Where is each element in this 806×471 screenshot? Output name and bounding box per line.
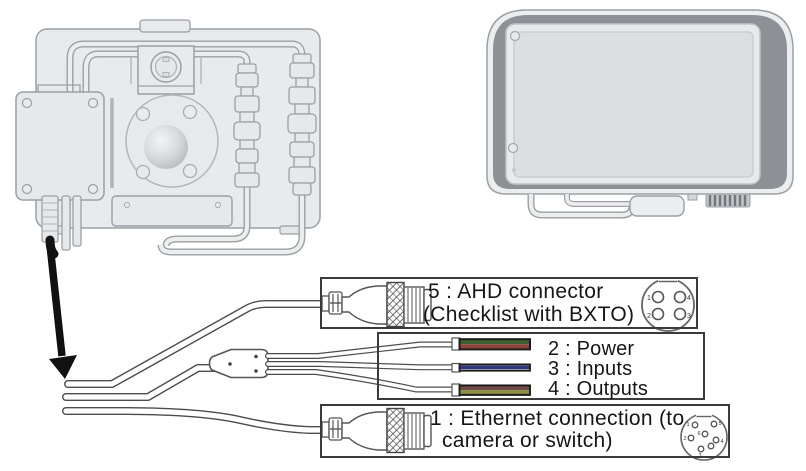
ethernet-pin-icon: 1 5 6 2 4 3 <box>680 412 728 461</box>
ahd-pin-icon: 1 4 2 3 <box>641 276 695 332</box>
ethernet-label-line1: 1 : Ethernet connection (to <box>430 407 685 430</box>
ahd-connector-box <box>320 277 698 329</box>
ahd-label-line2: (Checklist with BXTO) <box>423 303 635 326</box>
harness-tube-ethernet <box>62 407 338 434</box>
cable-connector-chains <box>233 53 317 196</box>
arrow-pointer <box>46 244 77 379</box>
harness-tube-splitter <box>62 364 218 401</box>
svg-text:2: 2 <box>683 436 686 442</box>
control-box-illustration <box>15 19 321 259</box>
svg-text:4: 4 <box>720 439 723 445</box>
ethernet-label-line2: camera or switch) <box>442 429 613 452</box>
outputs-wire-colored <box>458 384 531 396</box>
ethernet-connector-box <box>320 404 730 458</box>
svg-text:6: 6 <box>697 431 700 437</box>
monitor-connector-ribs <box>705 193 751 208</box>
harness-tube-ahd <box>64 300 338 388</box>
power-wire-colored <box>458 338 531 351</box>
wire-color-segments <box>451 337 531 397</box>
wire-labels-box <box>377 332 705 400</box>
lead-power <box>265 341 459 359</box>
outputs-label: 4 : Outputs <box>548 378 649 400</box>
svg-text:4: 4 <box>687 295 691 302</box>
monitor-screen <box>513 31 754 178</box>
inputs-wire-colored <box>458 363 531 372</box>
monitor-illustration <box>486 9 794 219</box>
arrow-head-icon <box>49 355 77 379</box>
svg-text:2: 2 <box>647 313 651 320</box>
power-label: 2 : Power <box>548 338 635 360</box>
monitor-mount <box>527 194 685 219</box>
svg-text:3: 3 <box>687 313 691 320</box>
svg-text:5: 5 <box>718 421 721 427</box>
cable-splitter <box>208 348 269 379</box>
ahd-label-line1: 5 : AHD connector <box>428 280 604 303</box>
lead-outputs <box>265 369 459 393</box>
svg-text:1: 1 <box>647 295 651 302</box>
inputs-label: 3 : Inputs <box>548 358 633 380</box>
svg-text:1: 1 <box>686 422 689 428</box>
